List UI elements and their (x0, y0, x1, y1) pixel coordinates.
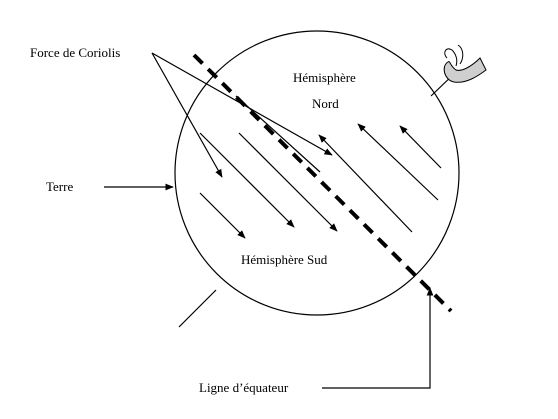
coriolis-label: Force de Coriolis (30, 45, 120, 60)
north-arrow-3 (399, 125, 442, 169)
north-arrow-1 (318, 134, 413, 233)
equator-line (192, 53, 453, 313)
coriolis-pointer-1 (151, 52, 223, 178)
south-arrow-1 (199, 192, 246, 239)
south-arrow-3 (238, 132, 338, 232)
earth-label: Terre (46, 179, 73, 194)
south-arrow-2 (199, 132, 295, 228)
equator-label: Ligne d’équateur (199, 380, 289, 395)
coriolis-pointer-2 (151, 52, 333, 156)
equator-pointer (322, 287, 434, 389)
south-hemisphere-label: Hémisphère Sud (241, 252, 328, 267)
eye-icon (430, 44, 487, 97)
north-hemisphere-label-line2: Nord (312, 96, 339, 111)
north-hemisphere-label-line1: Hémisphère (293, 70, 356, 85)
earth-circle (174, 30, 460, 316)
earth-tangent-line (178, 289, 217, 328)
north-arrow-2 (357, 123, 439, 201)
